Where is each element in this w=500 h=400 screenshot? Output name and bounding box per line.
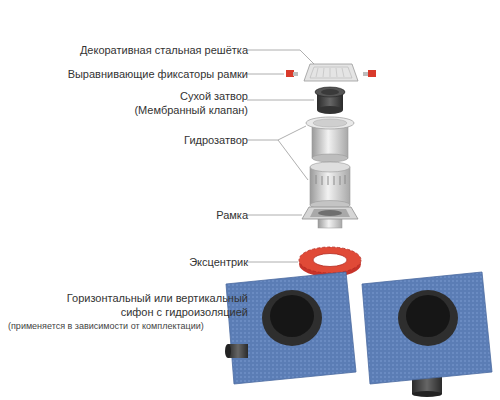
frame <box>302 207 358 228</box>
dry-seal <box>315 87 345 114</box>
part-label: Выравнивающие фиксаторы рамки <box>68 67 248 81</box>
horizontal-siphon <box>225 272 356 384</box>
water-seal-strainer <box>310 162 350 210</box>
part-label: Эксцентрик <box>189 255 248 269</box>
water-seal-cup <box>306 117 354 162</box>
part-label: Сухой затвор (Мембранный клапан) <box>118 89 248 117</box>
steel-grate <box>304 64 358 81</box>
vertical-siphon <box>362 272 492 397</box>
part-label: Горизонтальный или вертикальный сифон с … <box>43 291 248 319</box>
part-label: Рамка <box>216 208 248 222</box>
eccentric-ring <box>299 247 361 277</box>
frame-clips <box>286 70 376 77</box>
part-label: Декоративная стальная решётка <box>80 43 248 57</box>
part-label: Гидрозатвор <box>184 133 248 147</box>
note-text: (применяется в зависимости от комплектац… <box>8 320 204 332</box>
